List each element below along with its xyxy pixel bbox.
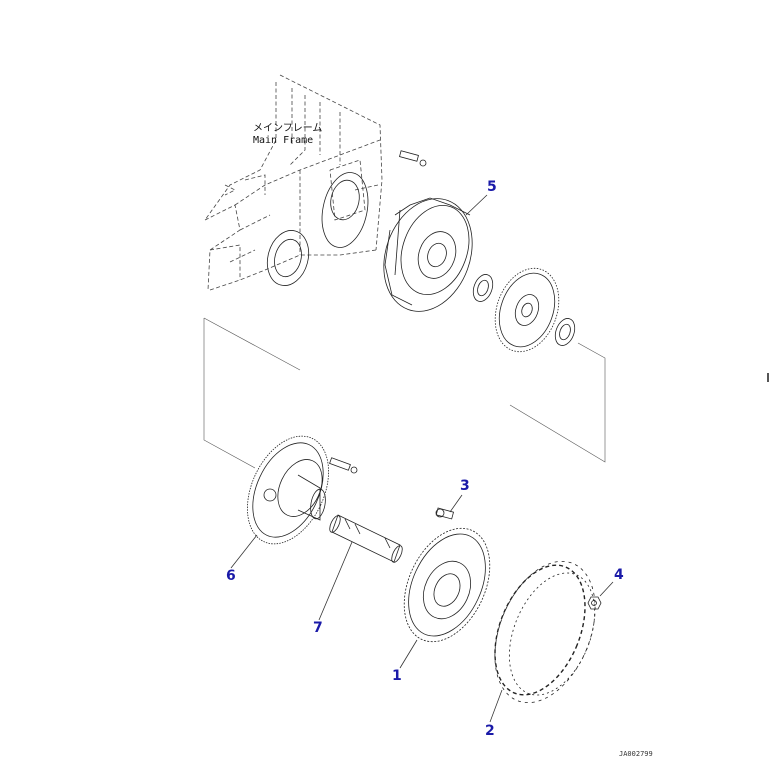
callout-3: 3 xyxy=(460,478,470,494)
bearing-left xyxy=(472,274,494,302)
callout-1: 1 xyxy=(392,668,402,684)
bearing-right xyxy=(554,318,576,346)
sprocket-hub-gear xyxy=(494,267,560,353)
callout-4: 4 xyxy=(614,567,624,583)
leader-3 xyxy=(449,494,463,513)
leader-4 xyxy=(599,581,614,597)
callout-2: 2 xyxy=(485,723,495,739)
leader-5 xyxy=(465,194,488,216)
leader-lines xyxy=(230,194,614,723)
drawing-id: JA002799 xyxy=(619,750,653,758)
nut xyxy=(587,596,602,610)
leader-2 xyxy=(489,689,503,723)
leader-6 xyxy=(230,534,258,569)
frame-bearing-bore-left xyxy=(266,230,310,286)
sprocket-segments xyxy=(494,560,596,704)
main-frame-label-jp: メインフレーム xyxy=(253,123,323,134)
assembly-envelope-lines xyxy=(203,317,606,469)
hub-flange xyxy=(247,435,329,545)
main-frame-outline xyxy=(204,74,383,291)
main-frame-label-en: Main Frame xyxy=(253,135,314,146)
callout-6: 6 xyxy=(226,568,236,584)
final-drive-case xyxy=(383,197,473,312)
main-frame-label: メインフレーム Main Frame xyxy=(253,123,322,147)
edge-mark xyxy=(767,373,769,382)
leader-7 xyxy=(318,541,353,621)
frame-bolt-small xyxy=(399,150,427,167)
splined-shaft xyxy=(329,514,403,563)
callout-7: 7 xyxy=(313,620,323,636)
leader-1 xyxy=(399,639,418,669)
sprocket-hub xyxy=(403,527,491,643)
bolt xyxy=(435,507,454,520)
flange-bolt xyxy=(329,457,358,474)
frame-bearing-bore-right xyxy=(321,172,369,248)
callout-5: 5 xyxy=(487,179,497,195)
